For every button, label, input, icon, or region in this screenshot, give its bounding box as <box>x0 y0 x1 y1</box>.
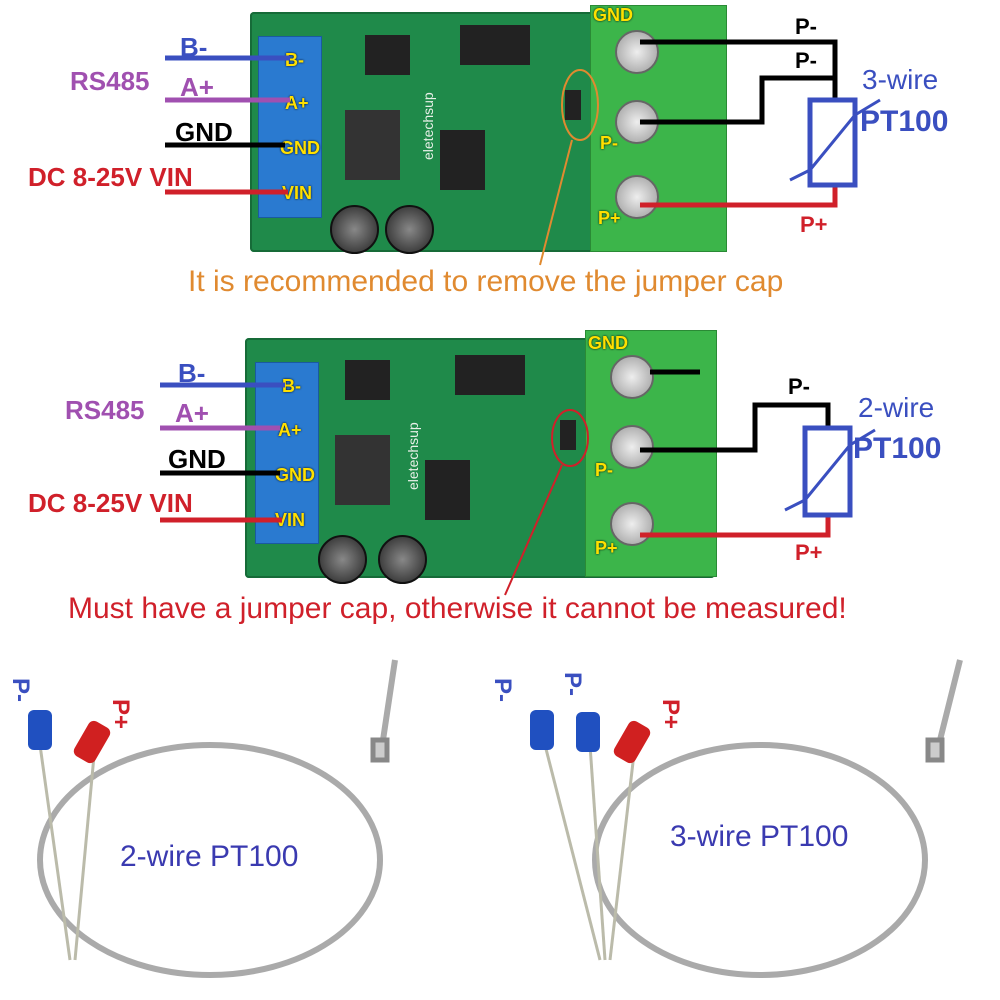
probe-2wire-caption: 2-wire PT100 <box>120 840 299 873</box>
note-must-have-jumper: Must have a jumper cap, otherwise it can… <box>68 592 847 625</box>
probe-2wire-label-p-minus: P- <box>7 678 34 702</box>
chip <box>440 130 485 190</box>
screw <box>610 425 654 469</box>
label-wire-type: 3-wire <box>862 64 939 95</box>
label-wire-type: 2-wire <box>858 392 935 423</box>
label-sensor: PT100 <box>853 432 942 465</box>
label-p-plus: P+ <box>800 212 828 237</box>
label-gnd: GND <box>175 117 233 147</box>
regulator <box>335 435 390 505</box>
capacitor <box>378 535 427 584</box>
jumper-cap <box>565 90 581 120</box>
terminal-b-minus: B- <box>282 376 301 396</box>
capacitor <box>385 205 434 254</box>
terminal-vin: VIN <box>275 510 306 530</box>
probe-3wire-label-p-plus: P+ <box>657 698 685 730</box>
probe-2wire-label-p-plus: P+ <box>107 698 135 730</box>
note-remove-jumper: It is recommended to remove the jumper c… <box>188 265 784 298</box>
capacitor <box>330 205 379 254</box>
label-p-minus: P- <box>788 374 810 399</box>
chip <box>460 25 530 65</box>
terminal-sensor-gnd: GND <box>588 333 628 353</box>
label-a-plus: A+ <box>175 398 209 428</box>
chip <box>365 35 410 75</box>
chip <box>455 355 525 395</box>
label-sensor: PT100 <box>860 105 949 138</box>
label-power: DC 8-25V VIN <box>28 488 193 518</box>
probe-2wire-drawing <box>28 659 398 978</box>
screw <box>615 30 659 74</box>
wire-p-minus <box>640 39 838 100</box>
terminal-vin: VIN <box>282 183 313 203</box>
chip <box>425 460 470 520</box>
label-p-minus: P- <box>795 48 817 73</box>
regulator <box>345 110 400 180</box>
screw <box>610 502 654 546</box>
screw <box>615 175 659 219</box>
pt100-symbol <box>807 97 858 188</box>
screw <box>610 355 654 399</box>
terminal-sensor-p-minus: P- <box>600 133 618 153</box>
probe-3wire-label-p-minus: P- <box>489 678 516 702</box>
terminal-sensor-p-plus: P+ <box>595 538 618 558</box>
chip <box>345 360 390 400</box>
terminal-gnd: GND <box>275 465 315 485</box>
wire-p-plus <box>640 185 838 208</box>
terminal-a-plus: A+ <box>278 420 302 440</box>
capacitor <box>318 535 367 584</box>
probe-3wire-label-p-minus: P- <box>559 672 586 696</box>
terminal-gnd: GND <box>280 138 320 158</box>
label-a-plus: A+ <box>180 72 214 102</box>
wire-p-minus <box>640 75 835 125</box>
probe-3wire-drawing <box>530 659 963 978</box>
terminal-sensor-gnd: GND <box>593 5 633 25</box>
label-rs485: RS485 <box>65 395 145 425</box>
label-p-minus: P- <box>795 14 817 39</box>
sensor-terminal-block <box>590 5 727 252</box>
terminal-sensor-p-plus: P+ <box>598 208 621 228</box>
label-power: DC 8-25V VIN <box>28 162 193 192</box>
probe-3wire-caption: 3-wire PT100 <box>670 820 849 853</box>
rs485-power-terminal-block <box>255 362 319 544</box>
terminal-sensor-p-minus: P- <box>595 460 613 480</box>
label-gnd: GND <box>168 444 226 474</box>
terminal-a-plus: A+ <box>285 93 309 113</box>
label-p-plus: P+ <box>795 540 823 565</box>
terminal-b-minus: B- <box>285 50 304 70</box>
rs485-power-terminal-block <box>258 36 322 218</box>
jumper-cap <box>560 420 576 450</box>
label-rs485: RS485 <box>70 66 150 96</box>
